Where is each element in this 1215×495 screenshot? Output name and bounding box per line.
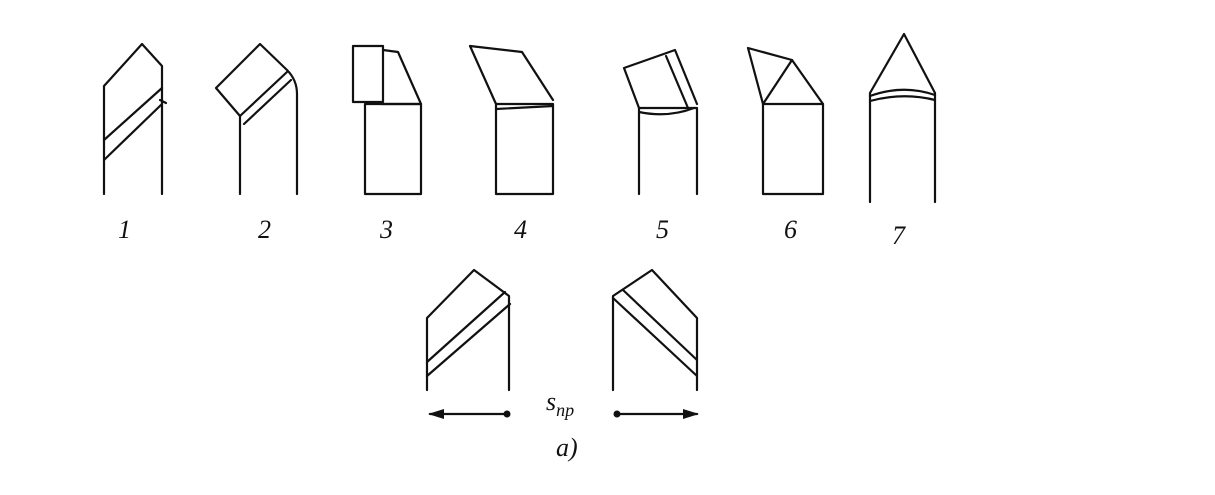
feed-label: sпр xyxy=(546,387,574,420)
tool-3: 3 xyxy=(351,44,423,244)
tool-label-2: 2 xyxy=(258,215,271,244)
tool-label-1: 1 xyxy=(118,215,131,244)
feed-subscript: пр xyxy=(556,400,574,420)
tool-label-4: 4 xyxy=(514,215,527,244)
left-hand-tool xyxy=(425,268,512,419)
right-hand-tool xyxy=(611,268,699,419)
tool-label-5: 5 xyxy=(656,215,669,244)
tool-label-7: 7 xyxy=(892,221,906,250)
figure-caption: а) xyxy=(556,433,578,462)
tool-1: 1 xyxy=(102,42,168,244)
tool-6: 6 xyxy=(746,46,825,244)
tool-4: 4 xyxy=(468,44,555,244)
tool-7: 7 xyxy=(868,32,937,250)
feed-symbol: s xyxy=(546,387,556,416)
tool-label-6: 6 xyxy=(784,215,797,244)
tool-2: 2 xyxy=(214,42,299,244)
tool-label-3: 3 xyxy=(379,215,393,244)
tool-5: 5 xyxy=(622,48,699,244)
